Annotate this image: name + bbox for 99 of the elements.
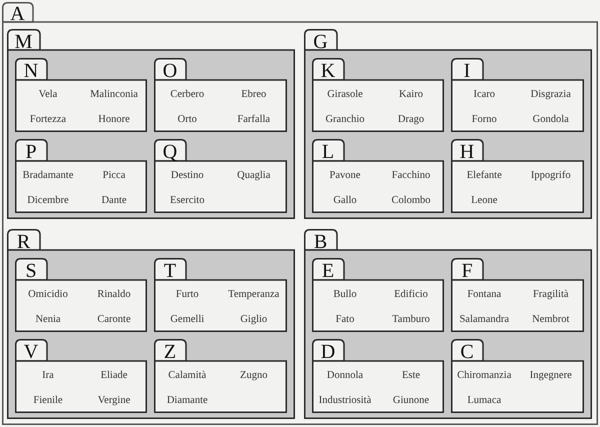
folder-title: Q (162, 142, 178, 162)
folder (451, 339, 584, 413)
entry-text: Leone (471, 195, 498, 208)
entry-text: Temperanza (228, 289, 280, 302)
entry-text: Chiromanzia (457, 370, 512, 383)
entry-text: Bullo (333, 289, 357, 302)
entry-text: Orto (178, 114, 197, 127)
entry-text: Vergine (98, 395, 130, 408)
entry-text: Pavone (330, 170, 360, 183)
folder-title: Z (162, 342, 178, 362)
entry-text: Fortezza (30, 114, 66, 127)
folder (154, 58, 287, 132)
entry-text: Facchino (392, 170, 430, 183)
folder-title: C (459, 342, 475, 362)
folder-title: S (24, 261, 38, 281)
entry-text: Quaglia (237, 170, 270, 183)
entry-text: Nenia (35, 314, 61, 327)
entry-text: Eliade (100, 370, 128, 383)
entry-text: Rinaldo (97, 289, 131, 302)
entry-text: Salamandra (459, 314, 510, 327)
folder (154, 139, 287, 213)
entry-text: Farfalla (237, 114, 270, 127)
folder (154, 339, 287, 413)
entry-text: Icaro (473, 89, 496, 102)
folder (312, 139, 444, 213)
folder-title: R (16, 232, 32, 252)
entry-text: Bradamante (22, 170, 74, 183)
entry-text: Caronte (97, 314, 131, 327)
folder-title: D (320, 342, 336, 362)
entry-text: Gemelli (170, 314, 204, 327)
entry-text: Fienile (33, 395, 63, 408)
folder-title: F (460, 261, 474, 281)
entry-text: Destino (170, 170, 204, 183)
folder-title: K (320, 61, 336, 81)
entry-text: Tamburo (392, 314, 430, 327)
folder (312, 339, 444, 413)
folder-title: E (320, 261, 336, 281)
entry-text: Cerbero (170, 89, 204, 102)
entry-text: Donnola (326, 370, 364, 383)
folder-title: G (312, 32, 329, 52)
entry-text: Disgrazia (530, 89, 571, 102)
entry-text: Ingegnere (530, 370, 572, 383)
entry-text: Este (402, 370, 420, 383)
folder-title: T (162, 261, 178, 281)
folder-title: H (458, 142, 476, 162)
entry-text: Fato (336, 314, 354, 327)
folder (451, 139, 584, 213)
entry-text: Esercito (170, 195, 204, 208)
entry-text: Colombo (391, 195, 431, 208)
folder (154, 258, 287, 332)
entry-text: Dante (101, 195, 127, 208)
entry-text: Omicidio (28, 289, 68, 302)
entry-text: Ippogrifo (530, 170, 571, 183)
folder (312, 58, 444, 132)
entry-text: Fragilità (532, 289, 569, 302)
folder-title: P (24, 142, 38, 162)
entry-text: Industriosità (318, 395, 372, 408)
folder-title: N (22, 61, 40, 81)
entry-text: Fontana (467, 289, 502, 302)
folder-title: L (320, 142, 336, 162)
entry-text: Picca (102, 170, 126, 183)
entry-text: Ebreo (241, 89, 266, 102)
entry-text: Nembrot (532, 314, 570, 327)
folder (451, 258, 584, 332)
entry-text: Vela (38, 89, 58, 102)
entry-text: Gallo (333, 195, 357, 208)
entry-text: Forno (472, 114, 497, 127)
entry-text: Zugno (240, 370, 268, 383)
entry-text: Lumaca (467, 395, 502, 408)
folder-title: B (312, 232, 328, 252)
folder-title: M (14, 32, 34, 52)
folder (15, 139, 147, 213)
entry-text: Elefante (466, 170, 502, 183)
folder (15, 339, 147, 413)
folder-title: O (162, 61, 178, 81)
entry-text: Dicembre (27, 195, 69, 208)
entry-text: Furto (176, 289, 199, 302)
entry-text: Honore (98, 114, 130, 127)
folder (304, 229, 592, 419)
entry-text: Gondola (532, 114, 569, 127)
folder-title: A (9, 4, 26, 24)
entry-text: Ira (42, 370, 54, 383)
folder (304, 29, 592, 219)
entry-text: Kairo (399, 89, 423, 102)
entry-text: Girasole (327, 89, 363, 102)
entry-text: Giglio (240, 314, 268, 327)
folder (312, 258, 444, 332)
folder-title: I (462, 61, 472, 81)
entry-text: Edificio (394, 289, 428, 302)
entry-text: Diamante (166, 395, 208, 408)
entry-text: Drago (398, 114, 424, 127)
folder (451, 58, 584, 132)
entry-text: Calamità (168, 370, 206, 383)
folder (7, 229, 295, 419)
entry-text: Granchio (325, 114, 365, 127)
folder-title: V (22, 342, 40, 362)
folder (7, 29, 295, 219)
entry-text: Malinconia (90, 89, 138, 102)
entry-text: Giunone (392, 395, 430, 408)
